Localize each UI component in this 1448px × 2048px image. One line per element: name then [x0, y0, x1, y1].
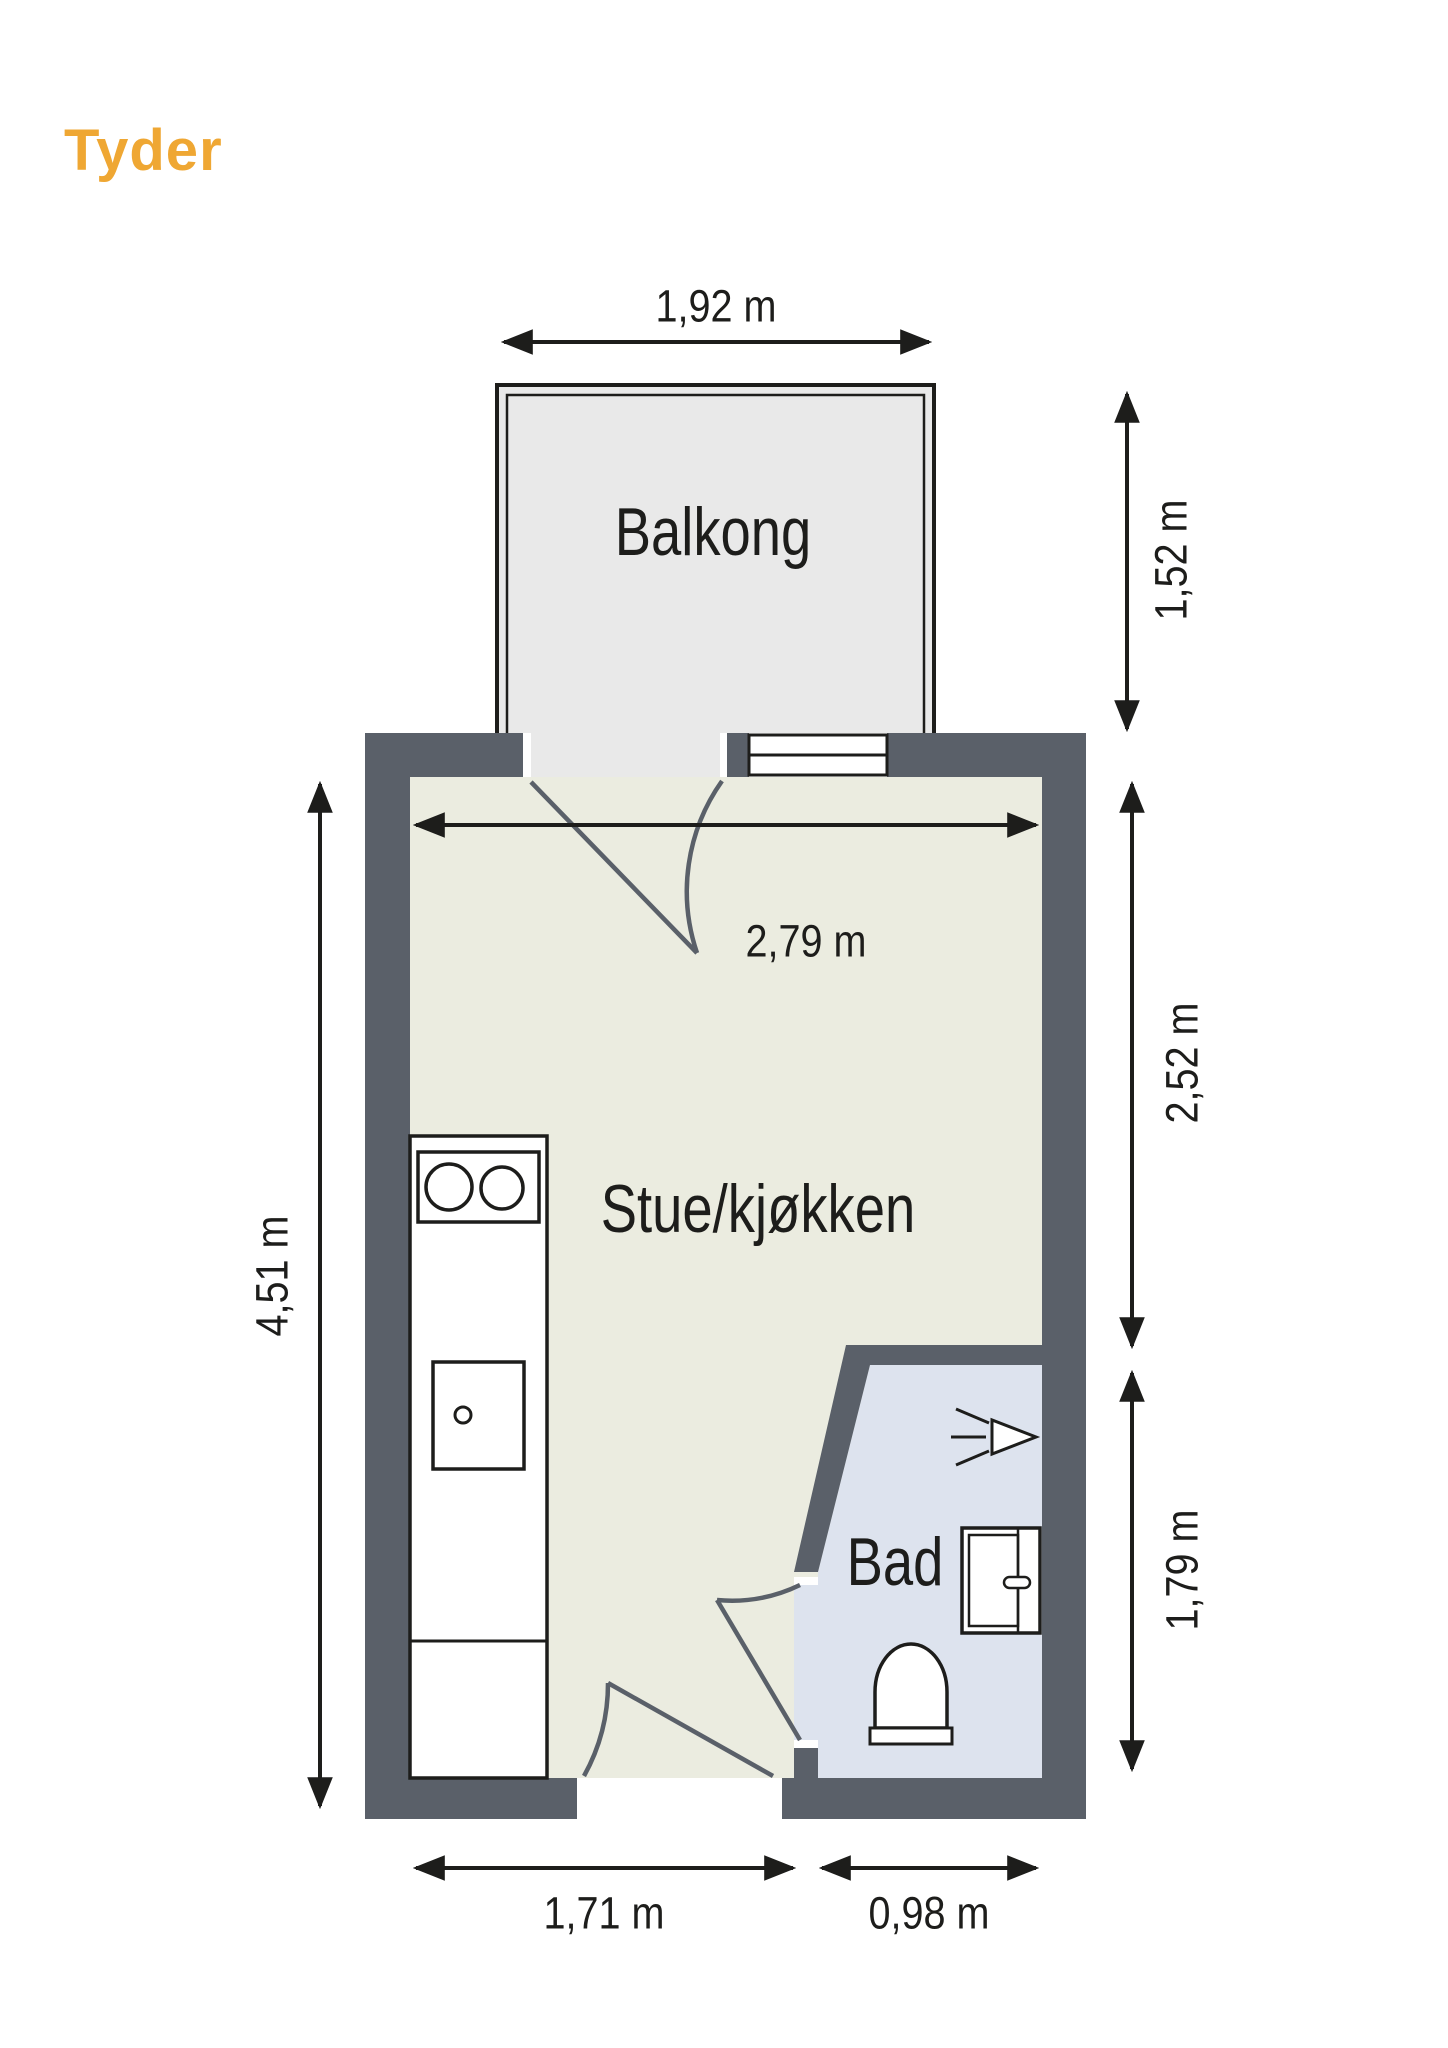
window-symbol — [747, 733, 889, 777]
dim-label-bottom-bathroom: 0,98 m — [868, 1887, 990, 1939]
dim-label-balcony-width: 1,92 m — [655, 280, 777, 332]
balcony-floor — [497, 384, 934, 733]
right-wall — [1042, 733, 1086, 1819]
bathroom-wall — [794, 1345, 1042, 1572]
door-jambs — [523, 733, 818, 1819]
kitchen-fixtures — [408, 1134, 549, 1780]
door-swings — [529, 779, 802, 1778]
balcony-door-threshold — [531, 733, 720, 777]
dim-label-living-height: 2,52 m — [1156, 1002, 1208, 1124]
balcony-railing — [495, 383, 936, 733]
dim-label-living-width: 2,79 m — [745, 915, 867, 967]
bathroom-door-threshold — [794, 1585, 818, 1740]
dim-label-bathroom-height: 1,79 m — [1156, 1509, 1208, 1631]
bathroom-fixtures — [868, 1407, 1042, 1746]
bathroom-floor — [818, 1365, 1042, 1778]
brand-logo: Tyder — [64, 118, 223, 183]
walls — [365, 733, 1086, 1819]
left-wall — [365, 733, 410, 1819]
toilet-icon — [868, 1642, 954, 1746]
entry-door-swing — [582, 1681, 775, 1778]
kitchen-sink-icon — [431, 1360, 526, 1471]
cooktop-icon — [416, 1150, 541, 1224]
dim-label-bottom-living: 1,71 m — [543, 1887, 665, 1939]
bathroom-door-swing — [715, 1582, 802, 1742]
room-label-bathroom: Bad — [846, 1524, 944, 1600]
shower-icon — [960, 1526, 1042, 1635]
room-label-living-kitchen: Stue/kjøkken — [600, 1171, 916, 1247]
dim-label-balcony-depth: 1,52 m — [1145, 499, 1197, 621]
wall-light-icon — [951, 1407, 1041, 1467]
room-label-balcony: Balkong — [614, 494, 812, 570]
dimension-arrows — [307, 329, 1145, 1881]
dim-label-total-height: 4,51 m — [246, 1215, 298, 1337]
balcony-door-swing — [529, 779, 724, 955]
